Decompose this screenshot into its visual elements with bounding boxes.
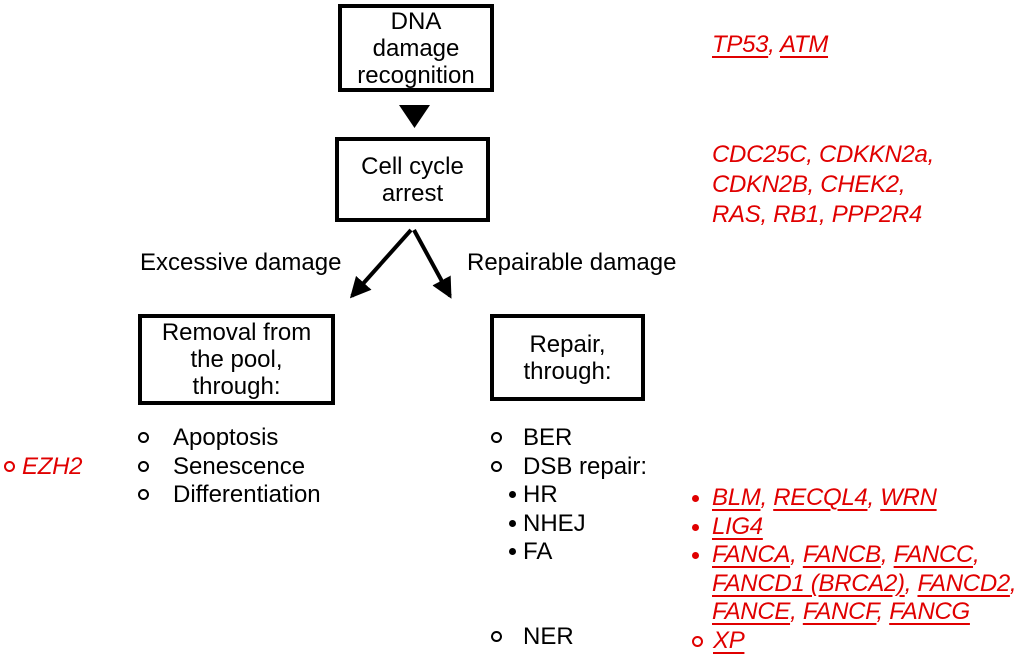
gene-name: BLM <box>712 484 761 511</box>
circle-bullet-icon <box>491 460 502 472</box>
circle-bullet-icon <box>138 489 149 500</box>
dot-bullet-icon <box>692 523 699 531</box>
genes-ezh2: EZH2 <box>22 453 82 482</box>
genes-xp: XP <box>713 626 745 656</box>
arrow-left-branch-icon <box>349 228 413 299</box>
text-line: CDKN2B, CHEK2, <box>712 171 906 198</box>
gene-name: FANCD2 <box>917 569 1010 597</box>
label-excessive-damage: Excessive damage <box>140 249 342 276</box>
arrow-down-icon <box>399 105 430 128</box>
text-line: CDC25C, CDKKN2a, <box>712 141 934 168</box>
dot-bullet-icon <box>509 548 516 555</box>
box-repair-through: Repair,through: <box>490 314 645 401</box>
dot-bullet-icon <box>509 491 516 498</box>
text-line: damage <box>372 34 460 62</box>
gene-name: EZH2 <box>22 453 83 480</box>
label-repairable-damage: Repairable damage <box>467 249 677 276</box>
list-item: NHEJ <box>509 510 586 539</box>
gene-name: RECQL4 <box>773 484 868 511</box>
gene-name: FANCC <box>893 541 974 569</box>
text-line: DNA <box>390 7 442 35</box>
list-item-label: Apoptosis <box>173 424 279 451</box>
list-item-label: BER <box>523 424 573 451</box>
genes-nhej-row: LIG4 <box>692 513 1016 542</box>
text-line: the pool, <box>190 346 283 373</box>
gene-name: FANCB <box>802 541 881 569</box>
text-line: recognition <box>357 61 475 89</box>
circle-bullet-icon <box>138 460 149 472</box>
text-line: through: <box>523 357 612 385</box>
genes-ner-row: XP <box>692 627 1016 656</box>
text-line: through: <box>192 373 281 400</box>
list-item: FA <box>509 538 586 567</box>
list-item: Senescence <box>138 453 321 482</box>
genes-fa-row: FANCA, FANCB, FANCC, FANCD1 (BRCA2), FAN… <box>692 541 1017 627</box>
gene-annotations-column: BLM, RECQL4, WRN LIG4 FANCA, FANCB, FANC… <box>692 484 1017 656</box>
list-item: DSB repair: <box>491 453 647 482</box>
text-line: arrest <box>381 179 444 207</box>
circle-bullet-icon <box>4 461 15 472</box>
text-line: Removal from <box>161 319 312 346</box>
dot-bullet-icon <box>692 495 699 502</box>
gene-name: WRN <box>880 484 937 511</box>
gene-name: FANCE <box>712 598 791 626</box>
gene-ezh2-row: EZH2 <box>4 453 82 482</box>
gene-name: ATM <box>780 31 829 58</box>
list-item-label: HR <box>523 481 558 508</box>
arrow-right-branch-icon <box>412 229 452 299</box>
gene-name: FANCD1 (BRCA2) <box>712 569 905 597</box>
genes-hr-row: BLM, RECQL4, WRN <box>692 484 1016 513</box>
genes-dna-recognition: TP53, ATM <box>712 31 829 58</box>
list-item: BER <box>491 424 647 453</box>
circle-bullet-icon <box>491 432 502 443</box>
gene-name: FANCG <box>889 598 970 626</box>
list-item-label: NER <box>523 623 574 650</box>
genes-hr: BLM, RECQL4, WRN <box>712 484 937 511</box>
list-item: HR <box>509 481 586 510</box>
list-item: Apoptosis <box>138 424 321 453</box>
genes-cell-cycle-arrest: CDC25C, CDKKN2a, CDKN2B, CHEK2, RAS, RB1, … <box>712 140 934 230</box>
gene-name: TP53 <box>712 31 769 58</box>
gene-name: LIG4 <box>712 512 763 540</box>
list-item-label: FA <box>523 538 553 565</box>
list-item-label: NHEJ <box>523 509 586 537</box>
list-item-label: DSB repair: <box>523 452 648 480</box>
text-line: Cell cycle <box>361 152 464 180</box>
repair-option-ner-row: NER <box>491 623 574 651</box>
genes-nhej: LIG4 <box>712 513 763 542</box>
gene-name: FANCA <box>712 541 791 569</box>
dot-bullet-icon <box>509 519 516 527</box>
text-line: Repair, <box>529 330 606 358</box>
list-item-label: Differentiation <box>173 481 321 508</box>
text-line: RAS, RB1, PPP2R4 <box>712 201 922 228</box>
list-item: Differentiation <box>138 481 321 510</box>
circle-bullet-icon <box>138 432 149 443</box>
circle-bullet-icon <box>692 635 703 647</box>
gene-name: XP <box>713 626 745 654</box>
list-item-label: Senescence <box>173 452 306 480</box>
circle-bullet-icon <box>491 631 502 642</box>
dot-bullet-icon <box>692 552 699 560</box>
genes-fa: FANCA, FANCB, FANCC, FANCD1 (BRCA2), FAN… <box>712 541 1017 626</box>
gene-name: FANCF <box>802 598 877 626</box>
